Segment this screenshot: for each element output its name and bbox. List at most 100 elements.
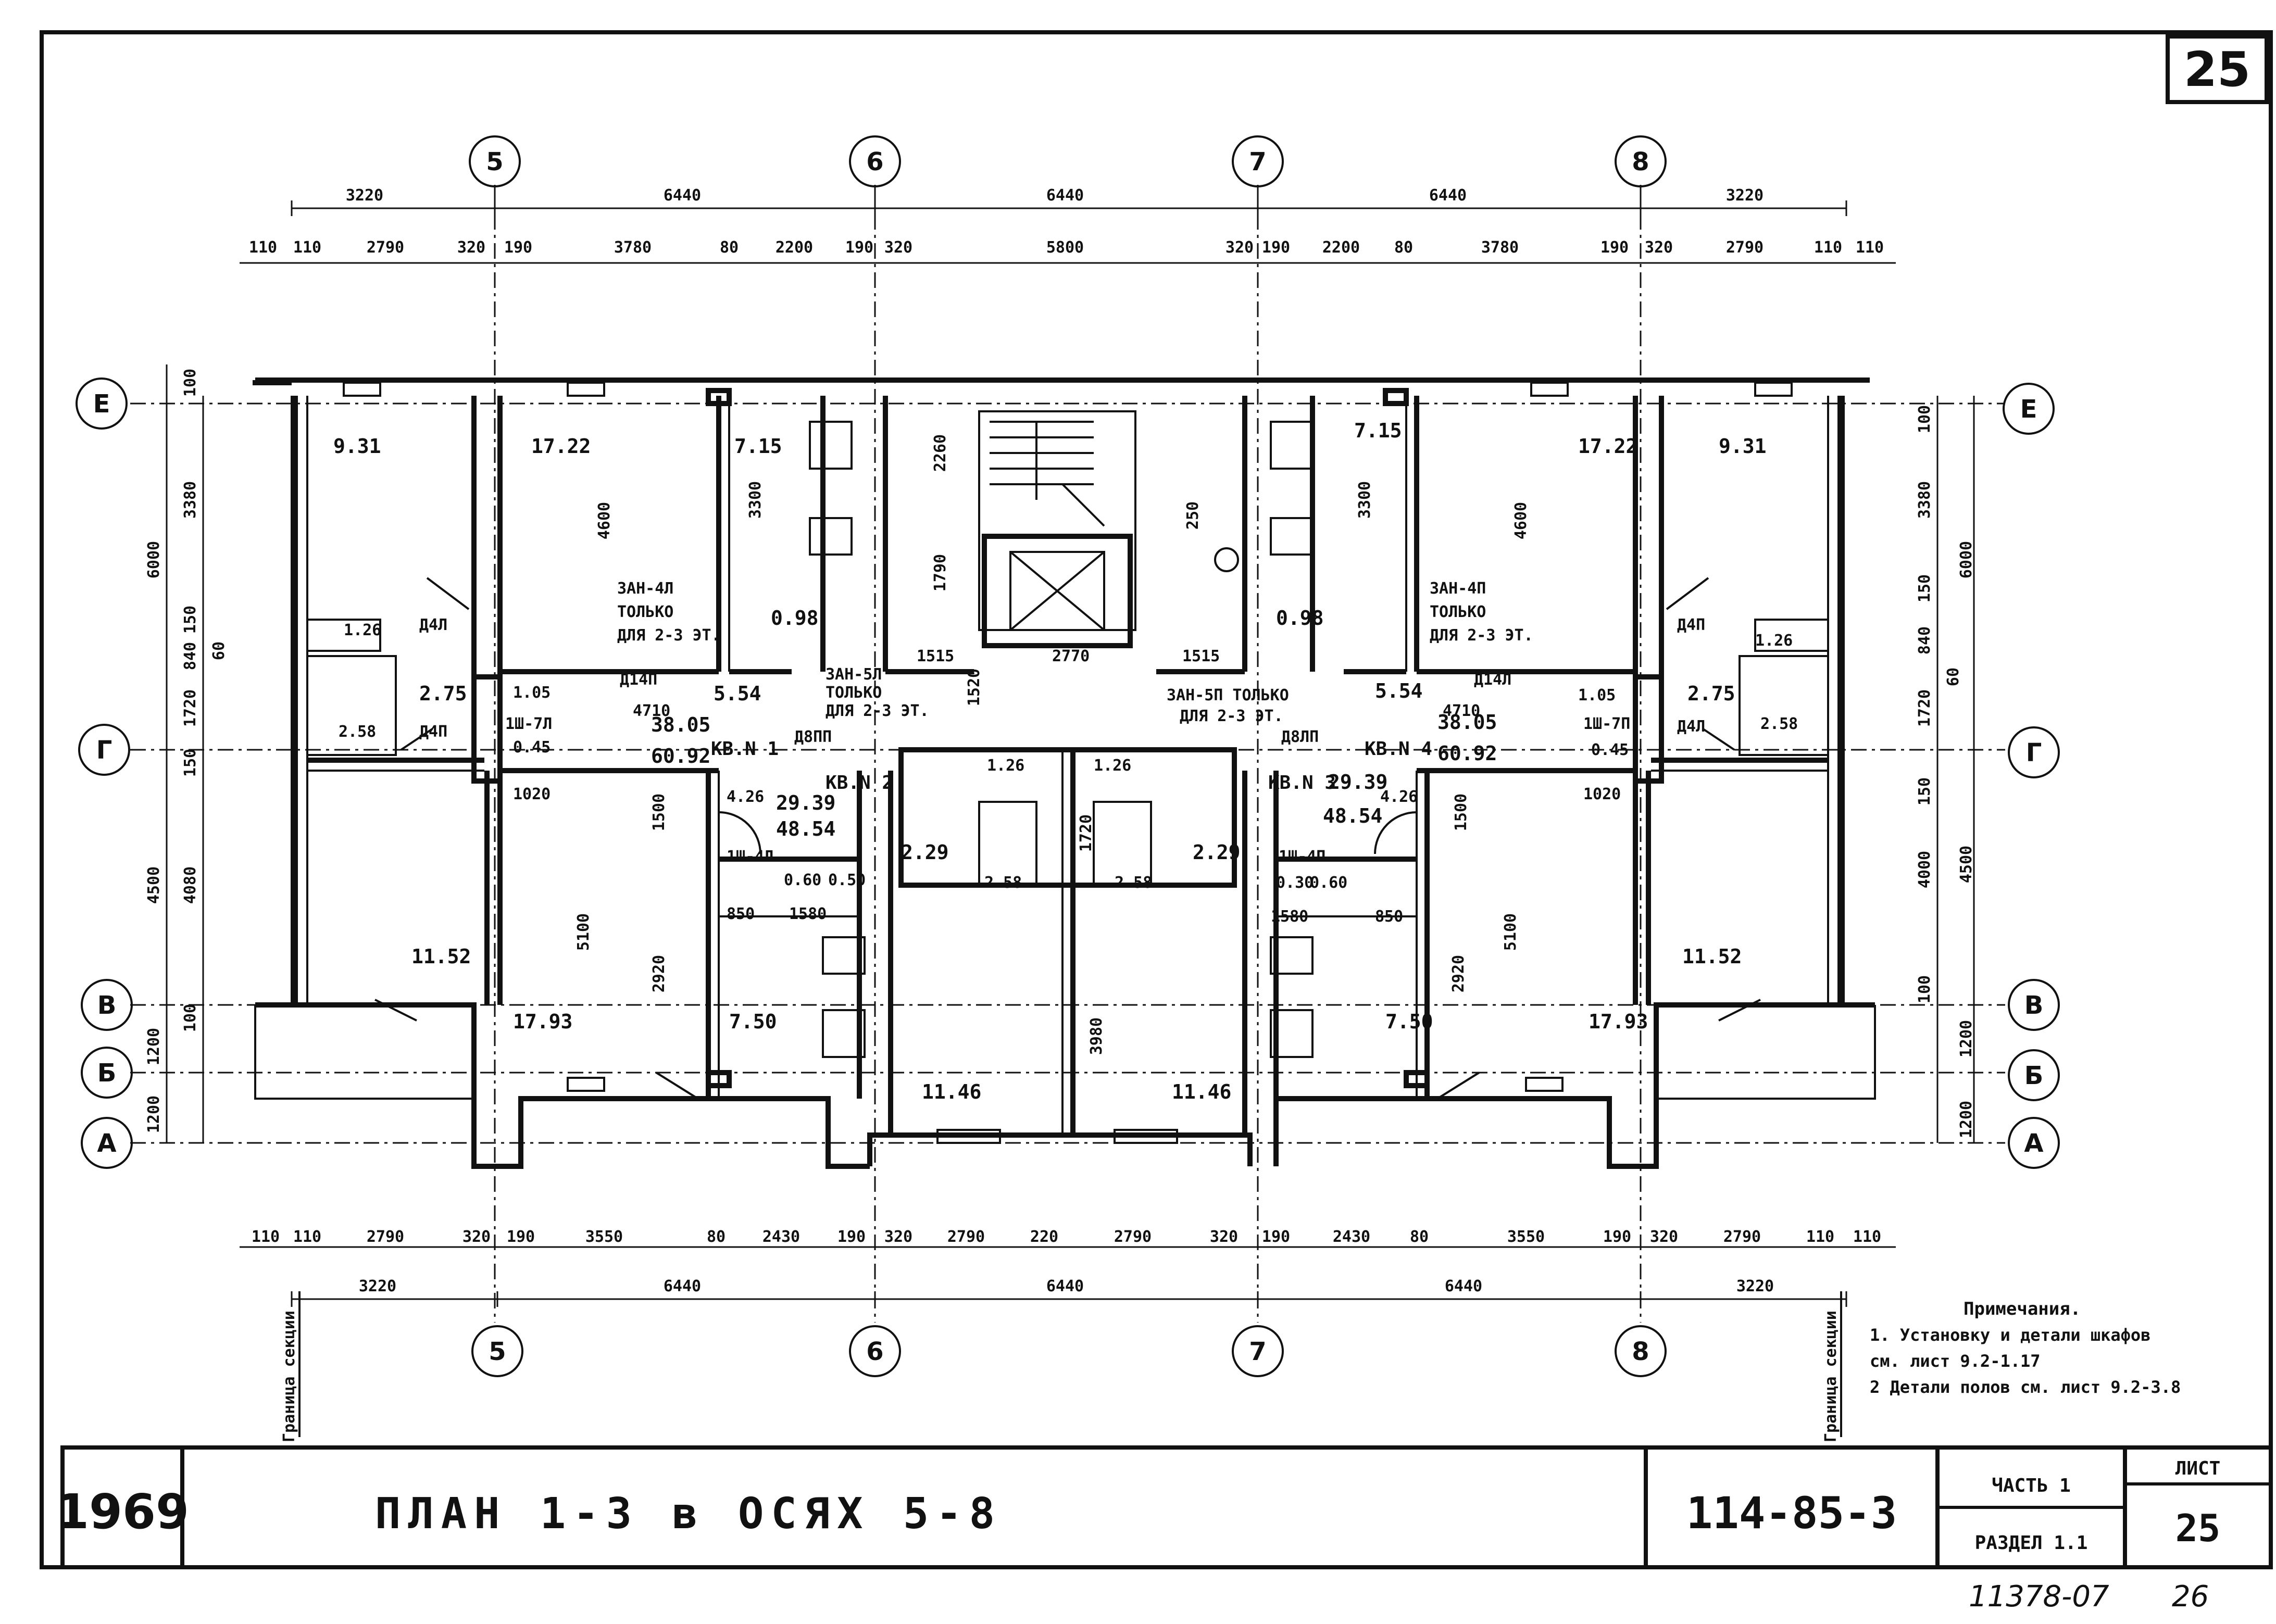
axis-E-right: Е	[2003, 383, 2055, 435]
svg-text:1Ш-4П: 1Ш-4П	[1279, 848, 1325, 866]
sheet-title: ПЛАН 1-3 в ОСЯХ 5-8	[375, 1489, 1002, 1539]
room-area: 17.93	[1589, 1010, 1648, 1033]
svg-text:ТОЛЬКО: ТОЛЬКО	[617, 603, 673, 621]
svg-text:3300: 3300	[1356, 481, 1374, 519]
right-dim-150b: 150	[1916, 777, 1934, 805]
svg-text:320: 320	[462, 1228, 491, 1246]
room-area: 11.52	[1682, 945, 1742, 968]
room-area: 9.31	[1719, 435, 1767, 458]
svg-text:190: 190	[507, 1228, 535, 1246]
room-area: 2.29	[901, 841, 949, 864]
svg-text:850: 850	[1375, 908, 1403, 926]
axis-5-top: 5	[469, 135, 521, 187]
svg-text:Д4П: Д4П	[419, 723, 447, 741]
svg-text:2790: 2790	[1723, 1228, 1761, 1246]
right-dim-4500: 4500	[1957, 846, 1975, 883]
svg-text:110: 110	[252, 1228, 280, 1246]
left-dim-1200a: 1200	[145, 1028, 163, 1065]
right-dim-6000: 6000	[1957, 541, 1975, 578]
svg-text:1. Установку и детали шкафов: 1. Установку и детали шкафов	[1870, 1325, 2150, 1345]
room-area: 2.29	[1193, 841, 1241, 864]
room-area: 2.58	[1115, 874, 1152, 892]
room-area: 1.26	[344, 621, 381, 639]
svg-text:190: 190	[1262, 1228, 1290, 1246]
top-dim-2-14: 80	[1394, 238, 1413, 257]
room-area: 2.58	[339, 723, 376, 741]
svg-text:1Ш-7П: 1Ш-7П	[1583, 715, 1630, 733]
top-dim-2-11: 320	[1225, 238, 1254, 257]
svg-text:ТОЛЬКО: ТОЛЬКО	[826, 684, 882, 702]
svg-text:1Ш-4Л: 1Ш-4Л	[727, 848, 773, 866]
room-area: 48.54	[1323, 804, 1382, 827]
left-dim-150: 150	[181, 606, 199, 634]
top-dim-2-10: 5800	[1046, 238, 1084, 257]
axis-B-right: Б	[2008, 1049, 2060, 1101]
svg-text:6: 6	[866, 1337, 883, 1366]
svg-text:А: А	[97, 1129, 116, 1158]
top-dim-2-1: 110	[293, 238, 321, 257]
section-label: РАЗДЕЛ 1.1	[1975, 1532, 2088, 1554]
top-dimensions: 3220 6440 6440 6440 3220 110 110 2790 32…	[240, 186, 1896, 264]
room-area: 5.54	[1375, 679, 1423, 702]
svg-text:6: 6	[866, 147, 883, 177]
svg-text:5: 5	[486, 147, 503, 177]
svg-text:190: 190	[837, 1228, 866, 1246]
apartment-label: КВ.N 3	[1268, 772, 1336, 794]
axis-8-top: 8	[1615, 135, 1667, 187]
room-area: 0.30	[1276, 874, 1314, 892]
left-dim-1720: 1720	[181, 689, 199, 727]
svg-text:3220: 3220	[359, 1277, 396, 1295]
right-dim-1720: 1720	[1916, 689, 1934, 727]
svg-text:80: 80	[1410, 1228, 1429, 1246]
apartment-label: КВ.N 2	[826, 772, 893, 794]
axis-B-left: Б	[81, 1047, 133, 1099]
left-dim-100: 100	[181, 1004, 199, 1032]
svg-text:4600: 4600	[1512, 502, 1530, 539]
svg-text:Г: Г	[2026, 738, 2042, 767]
svg-text:Г: Г	[96, 736, 112, 765]
room-labels: 9.31 17.22 7.15 0.98 1.26 2.75 2.58 1.05…	[333, 419, 1798, 1103]
svg-text:1515: 1515	[917, 647, 954, 665]
svg-text:320: 320	[1210, 1228, 1238, 1246]
room-area: 38.05	[651, 713, 710, 736]
right-dim-150: 150	[1916, 574, 1934, 602]
section-border-left: Граница секции	[280, 1311, 298, 1442]
top-dim-1-0: 3220	[346, 186, 383, 205]
svg-text:ТОЛЬКО: ТОЛЬКО	[1430, 603, 1486, 621]
left-dim-4500: 4500	[145, 866, 163, 904]
bottom-dimensions: 110 110 2790 320 190 3550 80 2430 190 32…	[240, 1228, 1896, 1307]
svg-text:2260: 2260	[931, 434, 949, 472]
top-dim-1-1: 6440	[664, 186, 701, 205]
top-dim-2-17: 320	[1645, 238, 1673, 257]
room-area: 7.15	[734, 435, 782, 458]
room-area: 0.45	[1591, 741, 1629, 759]
room-area: 0.98	[1276, 607, 1324, 630]
left-dim-100-top: 100	[181, 369, 199, 397]
room-area: 5.54	[714, 682, 761, 705]
room-area: 0.50	[828, 871, 866, 889]
room-area: 1.05	[1578, 686, 1616, 704]
room-area: 48.54	[776, 817, 835, 840]
svg-text:ДЛЯ 2-3 ЭТ.: ДЛЯ 2-3 ЭТ.	[1180, 707, 1283, 725]
svg-text:1500: 1500	[650, 794, 668, 831]
svg-text:110: 110	[1806, 1228, 1834, 1246]
room-area: 0.60	[784, 871, 821, 889]
project-code: 114-85-3	[1686, 1488, 1897, 1539]
left-dim-4080: 4080	[181, 866, 199, 904]
sheet-number-box	[2166, 34, 2269, 104]
axis-V-right: В	[2008, 979, 2060, 1031]
svg-text:3220: 3220	[1736, 1277, 1774, 1295]
elevator-shaft	[982, 534, 1133, 648]
top-dim-2-18: 2790	[1726, 238, 1764, 257]
right-dim-840: 840	[1916, 626, 1934, 654]
svg-text:ЗАН-5П ТОЛЬКО: ЗАН-5П ТОЛЬКО	[1167, 686, 1289, 704]
svg-text:ЗАН-5Л: ЗАН-5Л	[826, 665, 882, 684]
svg-text:2920: 2920	[650, 955, 668, 992]
right-dim-1200a: 1200	[1957, 1020, 1975, 1058]
svg-text:1020: 1020	[513, 785, 551, 803]
svg-text:ДЛЯ 2-3 ЭТ.: ДЛЯ 2-3 ЭТ.	[826, 702, 929, 720]
top-dim-2-19: 110	[1814, 238, 1842, 257]
room-area: 7.50	[729, 1010, 777, 1033]
annotations: ЗАН-4Л ТОЛЬКО ДЛЯ 2-3 ЭТ. ЗАН-4П ТОЛЬКО …	[419, 580, 1705, 866]
top-dim-2-0: 110	[249, 238, 277, 257]
